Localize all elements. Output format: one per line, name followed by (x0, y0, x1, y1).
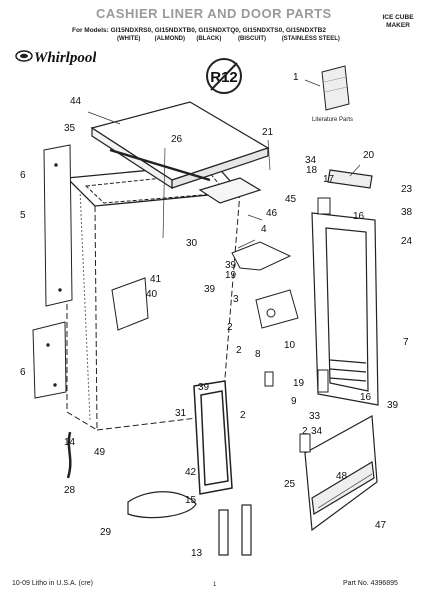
callout-7: 7 (403, 337, 409, 348)
r12-badge: R12 (206, 58, 242, 94)
color-biscuit: (BISCUIT) (238, 36, 267, 42)
color-stainless: (STAINLESS STEEL) (281, 36, 340, 42)
trim-strips (218, 504, 252, 556)
inner-brackets (111, 241, 299, 331)
color-black: (BLACK) (196, 36, 222, 42)
hinge-parts (264, 197, 331, 453)
callout-46: 46 (266, 208, 278, 219)
callout-16: 16 (360, 392, 372, 403)
callout-16: 16 (353, 211, 365, 222)
callout-47: 47 (375, 520, 387, 531)
callout-31: 31 (175, 408, 187, 419)
product-type: ICE CUBE MAKER (376, 14, 420, 30)
drain-tube (66, 431, 72, 479)
callout-4: 4 (261, 224, 267, 235)
callout-49: 49 (94, 447, 106, 458)
callout-25: 25 (284, 479, 296, 490)
callout-28: 28 (64, 485, 76, 496)
top-panel (90, 101, 270, 204)
callout-34: 34 (311, 426, 323, 437)
callout-35: 35 (64, 123, 76, 134)
callout-29: 29 (100, 527, 112, 538)
color-white: (WHITE) (117, 36, 141, 42)
door-assembly (311, 169, 379, 406)
callout-6: 6 (20, 367, 26, 378)
footer-part-number: Part No. 4396895 (343, 580, 398, 587)
kick-plate (304, 415, 378, 532)
svg-text:Whirlpool: Whirlpool (34, 50, 96, 66)
callout-15: 15 (185, 495, 197, 506)
callout-19: 19 (225, 270, 237, 281)
product-type-line1: ICE CUBE (382, 14, 414, 21)
callout-39: 39 (204, 284, 216, 295)
callout-34: 34 (305, 155, 317, 166)
model-list: For Models: GI15NDXRS0, GI15NDXTB0, GI15… (72, 27, 326, 34)
callout-39: 39 (198, 382, 210, 393)
callout-40: 40 (146, 289, 158, 300)
callout-3: 3 (233, 294, 239, 305)
ice-scoop (127, 491, 197, 519)
color-almond: (ALMOND) (154, 36, 185, 42)
callout-18: 18 (306, 165, 318, 176)
product-type-line2: MAKER (386, 22, 410, 29)
callout-13: 13 (191, 548, 203, 559)
whirlpool-logo: Whirlpool (15, 50, 96, 66)
callout-1: 1 (293, 72, 299, 83)
callout-30: 30 (186, 238, 198, 249)
literature-parts (321, 65, 350, 111)
callout-17: 17 (323, 174, 335, 185)
callout-2: 2 (240, 410, 246, 421)
callout-39: 39 (387, 400, 399, 411)
callout-26: 26 (171, 134, 183, 145)
callout-23: 23 (401, 184, 413, 195)
callout-20: 20 (363, 150, 375, 161)
callout-44: 44 (70, 96, 82, 107)
footer-page-number: 1 (213, 582, 217, 588)
callout-19: 19 (293, 378, 305, 389)
door-gasket (193, 380, 233, 495)
side-panels (32, 144, 73, 399)
callout-10: 10 (284, 340, 296, 351)
callout-33: 33 (309, 411, 321, 422)
footer-litho: 10-09 Litho in U.S.A. (cre) (12, 580, 93, 587)
callout-2: 2 (302, 426, 308, 437)
leader-lines (87, 79, 361, 249)
callout-2: 2 (227, 322, 233, 333)
callout-6: 6 (20, 170, 26, 181)
callout-42: 42 (185, 467, 197, 478)
callout-45: 45 (285, 194, 297, 205)
callout-24: 24 (401, 236, 413, 247)
literature-parts-label: Literature Parts (312, 117, 354, 123)
callout-8: 8 (255, 349, 261, 360)
callout-38: 38 (401, 207, 413, 218)
callout-48: 48 (336, 471, 348, 482)
page-title: CASHIER LINER AND DOOR PARTS (96, 6, 332, 21)
callout-5: 5 (20, 210, 26, 221)
callout-14: 14 (64, 437, 76, 448)
callout-41: 41 (150, 274, 162, 285)
callout-2: 2 (236, 345, 242, 356)
color-list: (WHITE) (ALMOND) (BLACK) (BISCUIT) (STAI… (117, 36, 340, 42)
callout-numbers: 1222234566789101314151616171819192021232… (20, 72, 413, 559)
callout-39: 39 (225, 260, 237, 271)
callout-9: 9 (291, 396, 297, 407)
callout-21: 21 (262, 127, 274, 138)
